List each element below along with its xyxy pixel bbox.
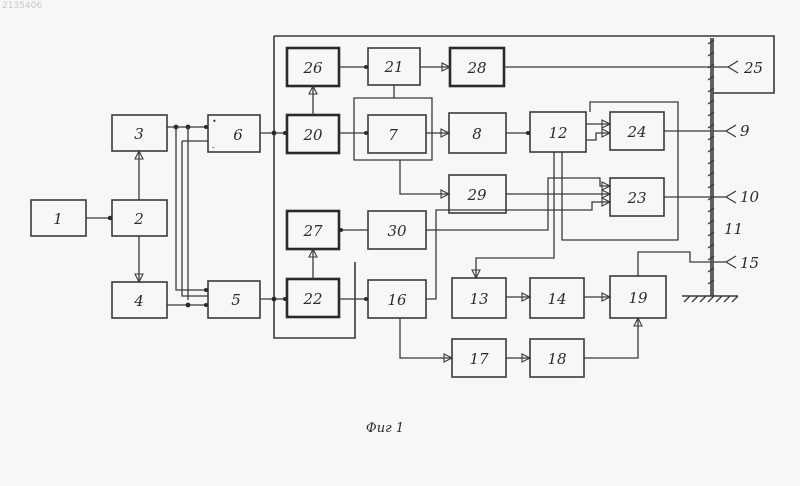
- block-18: 18: [530, 339, 584, 377]
- svg-text:6: 6: [233, 126, 243, 144]
- block-26: 26: [287, 48, 339, 86]
- block-21: 21: [368, 48, 420, 85]
- block-19: 19: [610, 276, 666, 318]
- terminal-bus: [708, 38, 714, 296]
- block-24: 24: [610, 112, 664, 150]
- block-12: 12: [530, 112, 586, 152]
- block-1: 1: [31, 200, 86, 236]
- block-17: 17: [452, 339, 506, 377]
- block-30: 30: [368, 211, 426, 249]
- svg-text:14: 14: [547, 290, 566, 308]
- block-23: 23: [610, 178, 664, 216]
- svg-text:26: 26: [302, 59, 323, 77]
- svg-text:21: 21: [383, 58, 403, 76]
- ground-symbol: [682, 296, 738, 302]
- block-7: 7: [368, 115, 426, 153]
- svg-text:30: 30: [387, 222, 407, 240]
- block-20: 20: [287, 115, 339, 153]
- svg-text:2: 2: [133, 210, 144, 228]
- block-29: 29: [449, 175, 506, 213]
- svg-text:•: •: [212, 117, 217, 126]
- svg-text:9: 9: [740, 122, 750, 140]
- block-4: 4: [112, 282, 167, 318]
- terminal-11-label: 11: [724, 220, 743, 238]
- figure-caption: Фиг 1: [366, 421, 404, 436]
- svg-text:19: 19: [628, 289, 648, 307]
- svg-text:22: 22: [302, 290, 322, 308]
- svg-text:28: 28: [466, 59, 486, 77]
- watermark-number: 2135406: [2, 1, 42, 11]
- svg-text:20: 20: [302, 126, 323, 144]
- block-28: 28: [450, 48, 504, 86]
- terminal-9: 9: [713, 122, 750, 140]
- block-13: 13: [452, 278, 506, 318]
- svg-text:17: 17: [469, 350, 489, 368]
- svg-text:16: 16: [387, 291, 407, 309]
- block-3: 3: [112, 115, 167, 151]
- block-22: 22: [287, 279, 339, 317]
- svg-text:15: 15: [740, 254, 759, 272]
- svg-text:4: 4: [133, 292, 144, 310]
- svg-text:29: 29: [466, 186, 487, 204]
- svg-text:18: 18: [547, 350, 566, 368]
- block-16: 16: [368, 280, 426, 318]
- svg-text:24: 24: [626, 123, 646, 141]
- block-8: 8: [449, 113, 506, 153]
- svg-text:10: 10: [740, 188, 760, 206]
- block-2: 2: [112, 200, 167, 236]
- svg-text:1: 1: [53, 210, 63, 228]
- block-5: 5: [208, 281, 260, 318]
- svg-text:11: 11: [724, 220, 743, 238]
- terminal-10: 10: [713, 188, 760, 206]
- svg-text:12: 12: [548, 124, 567, 142]
- enclosure-frame: [274, 36, 774, 338]
- svg-text:25: 25: [743, 59, 763, 77]
- svg-text:13: 13: [469, 290, 488, 308]
- svg-text:23: 23: [626, 189, 646, 207]
- svg-text:-: -: [212, 143, 215, 152]
- terminal-25: 25: [713, 59, 763, 77]
- svg-text:8: 8: [472, 125, 482, 143]
- svg-text:7: 7: [388, 126, 398, 144]
- svg-text:5: 5: [231, 291, 241, 309]
- svg-text:3: 3: [134, 125, 144, 143]
- svg-text:27: 27: [302, 222, 323, 240]
- terminal-15: 15: [713, 254, 759, 272]
- block-14: 14: [530, 278, 584, 318]
- block-27: 27: [287, 211, 339, 249]
